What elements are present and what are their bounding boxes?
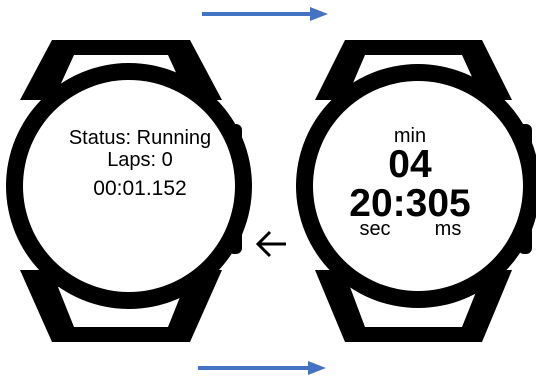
left-watch bbox=[6, 40, 252, 342]
left-elapsed-time: 00:01.152 bbox=[93, 177, 187, 200]
left-watch-face bbox=[23, 80, 235, 292]
right-watch-face bbox=[313, 81, 523, 291]
back-arrow-icon bbox=[255, 230, 286, 258]
top-arrow-icon bbox=[202, 7, 328, 21]
right-minutes-label: min bbox=[393, 125, 427, 147]
bottom-arrow-icon bbox=[198, 361, 326, 375]
right-minutes-value: 04 bbox=[388, 143, 432, 186]
right-seconds-label: sec bbox=[359, 218, 391, 240]
right-seconds-ms-value: 20:305 bbox=[349, 182, 471, 225]
right-ms-label: ms bbox=[434, 218, 462, 240]
right-watch bbox=[296, 40, 536, 342]
left-laps-text: Laps: 0 bbox=[107, 149, 173, 171]
left-status-text: Status: Running bbox=[68, 127, 212, 149]
